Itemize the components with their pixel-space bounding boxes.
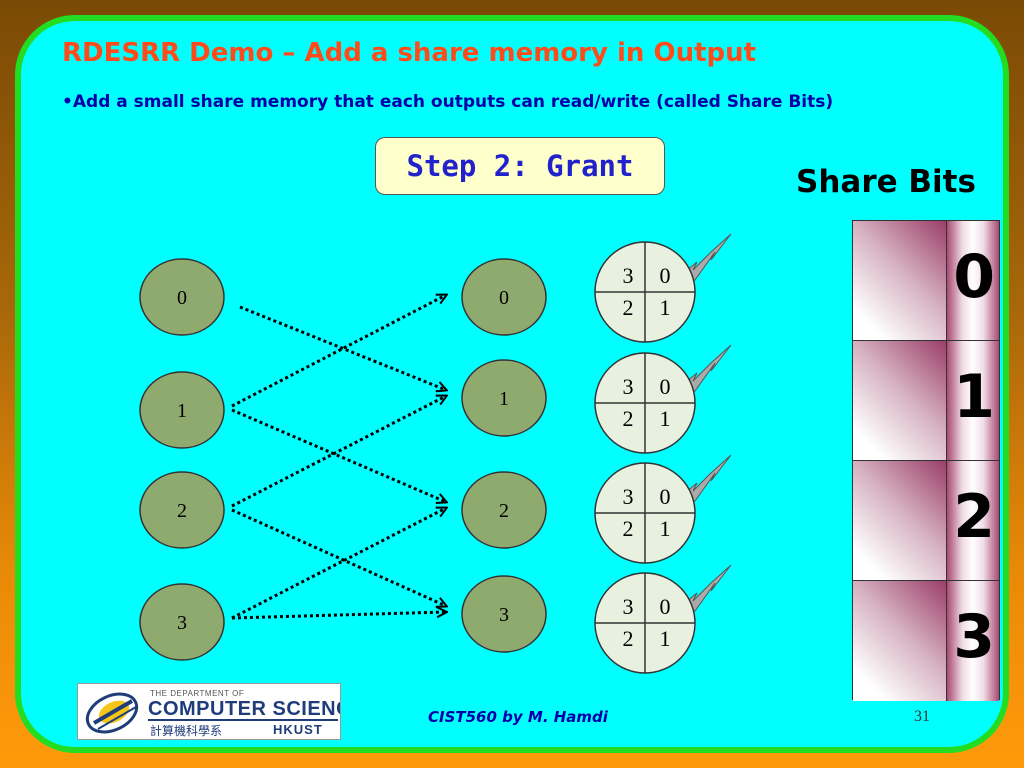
footer-course: CIST560 by M. Hamdi: [428, 708, 608, 726]
output-node: 3: [461, 575, 547, 653]
input-node: 1: [139, 371, 225, 449]
logo-chinese-name: 計算機科學系: [150, 724, 223, 738]
input-node-label: 1: [177, 400, 187, 422]
round-robin-pointer: 3 0 2 1: [594, 233, 732, 343]
round-robin-value: 2: [623, 626, 634, 651]
logo-name: COMPUTER SCIENCE: [148, 698, 340, 720]
round-robin-value: 3: [623, 594, 634, 619]
input-node: 3: [139, 583, 225, 661]
round-robin-value: 0: [660, 594, 671, 619]
request-arrow: [231, 396, 446, 508]
logo-emblem-icon: [85, 692, 139, 734]
output-node: 2: [461, 471, 547, 549]
output-node: 0: [461, 258, 547, 336]
output-node-label: 1: [499, 388, 509, 410]
request-arrow: [231, 295, 446, 408]
round-robin-value: 0: [660, 263, 671, 288]
input-node: 0: [139, 258, 225, 336]
input-node-label: 2: [177, 500, 187, 522]
share-bit-label: 2: [953, 482, 995, 552]
share-bits-table: 0 1 2 3: [852, 220, 1000, 701]
step-label-box: Step 2: Grant: [375, 137, 665, 195]
round-robin-value: 1: [660, 295, 671, 320]
share-bit-row: 3: [853, 581, 999, 701]
round-robin-value: 2: [623, 406, 634, 431]
request-arrow: [239, 305, 446, 390]
share-bit-row: 1: [853, 341, 999, 461]
share-bit-row: 0: [853, 221, 999, 341]
slide-title: RDESRR Demo – Add a share memory in Outp…: [62, 38, 757, 68]
round-robin-value: 2: [623, 516, 634, 541]
output-node: 1: [461, 359, 547, 437]
share-bit-label: 3: [953, 602, 995, 672]
round-robin-value: 1: [660, 406, 671, 431]
round-robin-value: 3: [623, 263, 634, 288]
round-robin-value: 3: [623, 484, 634, 509]
round-robin-pointer: 3 0 2 1: [594, 454, 732, 564]
output-node-label: 0: [499, 287, 509, 309]
request-arrow: [231, 508, 446, 620]
round-robin-value: 1: [660, 516, 671, 541]
output-node-label: 2: [499, 500, 509, 522]
input-node-label: 0: [177, 287, 187, 309]
share-bit-row: 2: [853, 461, 999, 581]
logo-school: HKUST: [273, 722, 323, 737]
logo-dept-line: THE DEPARTMENT OF: [150, 689, 245, 698]
round-robin-pointer: 3 0 2 1: [594, 564, 732, 674]
round-robin-value: 0: [660, 374, 671, 399]
bullet-text: •Add a small share memory that each outp…: [62, 92, 834, 112]
round-robin-value: 1: [660, 626, 671, 651]
round-robin-pointer: 3 0 2 1: [594, 344, 732, 454]
output-node-label: 3: [499, 604, 509, 626]
round-robin-value: 2: [623, 295, 634, 320]
step-label: Step 2: Grant: [406, 149, 634, 183]
share-bit-label: 1: [953, 362, 995, 432]
input-node-label: 3: [177, 612, 187, 634]
department-logo: THE DEPARTMENT OF COMPUTER SCIENCE 計算機科學…: [77, 683, 341, 740]
share-bits-title: Share Bits: [796, 164, 976, 200]
request-arrow: [231, 612, 446, 620]
request-arrow: [231, 408, 446, 502]
page-number: 31: [914, 708, 930, 725]
share-bit-label: 0: [953, 242, 995, 312]
round-robin-value: 3: [623, 374, 634, 399]
round-robin-value: 0: [660, 484, 671, 509]
input-node: 2: [139, 471, 225, 549]
